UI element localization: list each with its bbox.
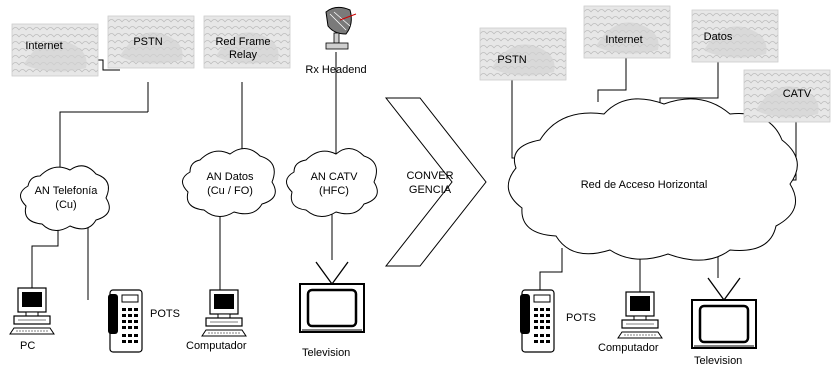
television-label-right: Television	[694, 355, 742, 367]
convergence-arrow: CONVER GENCIA	[384, 97, 487, 267]
satellite-dish-icon	[325, 6, 357, 50]
left-wires	[31, 52, 337, 300]
internet-box-left: Internet	[11, 23, 99, 77]
computador-label-left: Computador	[186, 340, 247, 352]
internet-label: Internet	[25, 40, 62, 52]
phone-icon-right	[519, 289, 555, 353]
an-telefonia-label-1: AN Telefonía	[35, 185, 99, 197]
internet-label-right: Internet	[605, 34, 642, 46]
computador-label-right: Computador	[598, 342, 659, 354]
an-datos-label-2: (Cu / FO)	[207, 185, 253, 197]
arrow-label-1: CONVER	[406, 170, 453, 182]
datos-label: Datos	[704, 31, 733, 43]
an-datos-label-1: AN Datos	[206, 171, 254, 183]
an-catv-label-2: (HFC)	[319, 185, 349, 197]
pots-label-right: POTS	[566, 312, 596, 324]
television-icon-right	[690, 276, 758, 350]
pstn-box-left: PSTN	[107, 15, 195, 69]
network-label: Red de Acceso Horizontal	[581, 179, 708, 191]
pstn-label: PSTN	[133, 36, 162, 48]
television-label-left: Television	[302, 347, 350, 359]
pots-label-left: POTS	[150, 308, 180, 320]
an-catv-cloud: AN CATV (HFC)	[286, 148, 378, 217]
catv-box: CATV	[743, 69, 831, 123]
frame-relay-label-1: Red Frame	[215, 36, 270, 48]
computer-icon-right	[617, 291, 663, 339]
pstn-box-right: PSTN	[479, 27, 567, 81]
frame-relay-box: Red Frame Relay	[203, 15, 291, 69]
datos-box: Datos	[691, 9, 779, 63]
frame-relay-label-2: Relay	[229, 49, 258, 61]
pc-icon	[9, 287, 55, 335]
rx-headend-label: Rx Headend	[305, 64, 366, 76]
arrow-label-2: GENCIA	[409, 184, 452, 196]
phone-icon	[107, 289, 143, 353]
pstn-label-right: PSTN	[497, 54, 526, 66]
horizontal-access-network-cloud: Red de Acceso Horizontal	[507, 98, 798, 261]
an-telefonia-label-2: (Cu)	[55, 199, 76, 211]
catv-label: CATV	[783, 88, 812, 100]
computer-icon	[201, 289, 247, 337]
an-catv-label-1: AN CATV	[311, 171, 359, 183]
an-telefonia-cloud: AN Telefonía (Cu)	[20, 165, 110, 231]
pc-label: PC	[20, 340, 35, 352]
television-icon	[298, 260, 366, 334]
an-datos-cloud: AN Datos (Cu / FO)	[182, 148, 276, 217]
internet-box-right: Internet	[583, 5, 671, 59]
